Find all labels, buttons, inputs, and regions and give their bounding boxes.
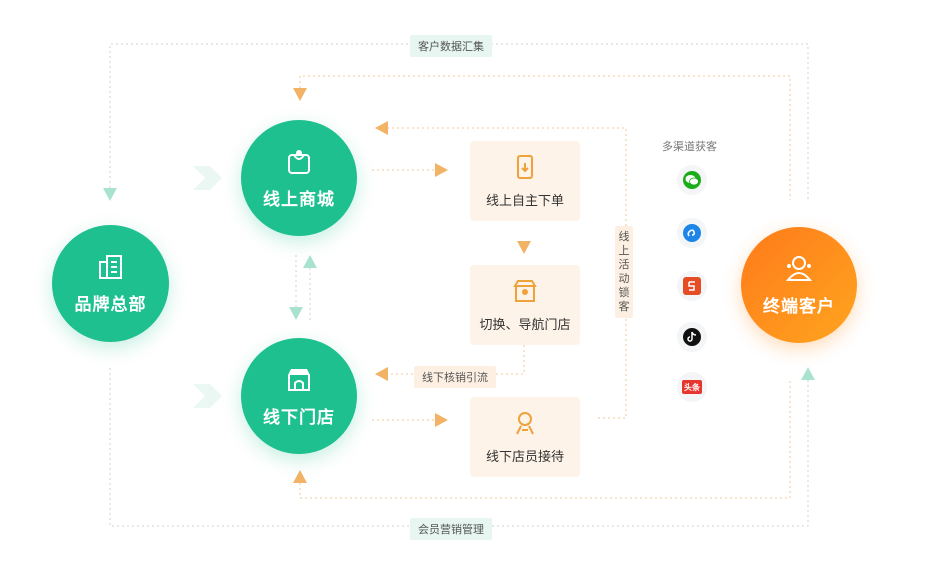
node-label: 终端客户: [763, 296, 835, 316]
staff-icon: [516, 411, 534, 434]
step-label: 切换、导航门店: [479, 316, 571, 332]
phone-order-icon: [517, 154, 533, 179]
building-icon: [98, 255, 122, 279]
node-label: 线上商城: [263, 189, 335, 209]
miniprogram-icon: [683, 224, 701, 242]
node-brand-hq: 品牌总部: [52, 225, 169, 342]
label-multichannel: 多渠道获客: [662, 141, 717, 153]
step-label: 线下店员接待: [485, 448, 564, 464]
channel-html5: [677, 271, 707, 301]
customer-icon: [785, 255, 813, 281]
storefront-icon: [288, 368, 310, 391]
douyin-icon: [683, 328, 701, 346]
html5-icon: [683, 277, 701, 295]
label-data-collection: 客户数据汇集: [410, 35, 492, 57]
toutiao-icon: 头条: [682, 380, 702, 394]
node-label: 品牌总部: [74, 295, 147, 314]
channel-toutiao: 头条: [677, 372, 707, 402]
channel-wechat: [677, 165, 707, 195]
label-offline-redeem: 线下核销引流: [414, 366, 496, 388]
store-location-icon: [513, 279, 537, 302]
step-switch-nav: 切换、导航门店: [470, 265, 580, 345]
step-label: 线上自主下单: [485, 192, 564, 208]
label-member-marketing: 会员营销管理: [410, 518, 492, 540]
node-online-mall: 线上商城: [241, 120, 357, 236]
shopping-bag-icon: [288, 149, 310, 174]
step-staff-reception: 线下店员接待: [470, 397, 580, 477]
node-end-customer: 终端客户: [741, 227, 857, 343]
node-offline-store: 线下门店: [241, 338, 357, 454]
channel-douyin: [677, 322, 707, 352]
wechat-icon: [683, 171, 701, 189]
node-label: 线下门店: [263, 407, 335, 427]
channel-miniprogram: [677, 218, 707, 248]
label-online-activity: 线上活动锁客: [615, 226, 633, 318]
step-self-order: 线上自主下单: [470, 141, 580, 221]
